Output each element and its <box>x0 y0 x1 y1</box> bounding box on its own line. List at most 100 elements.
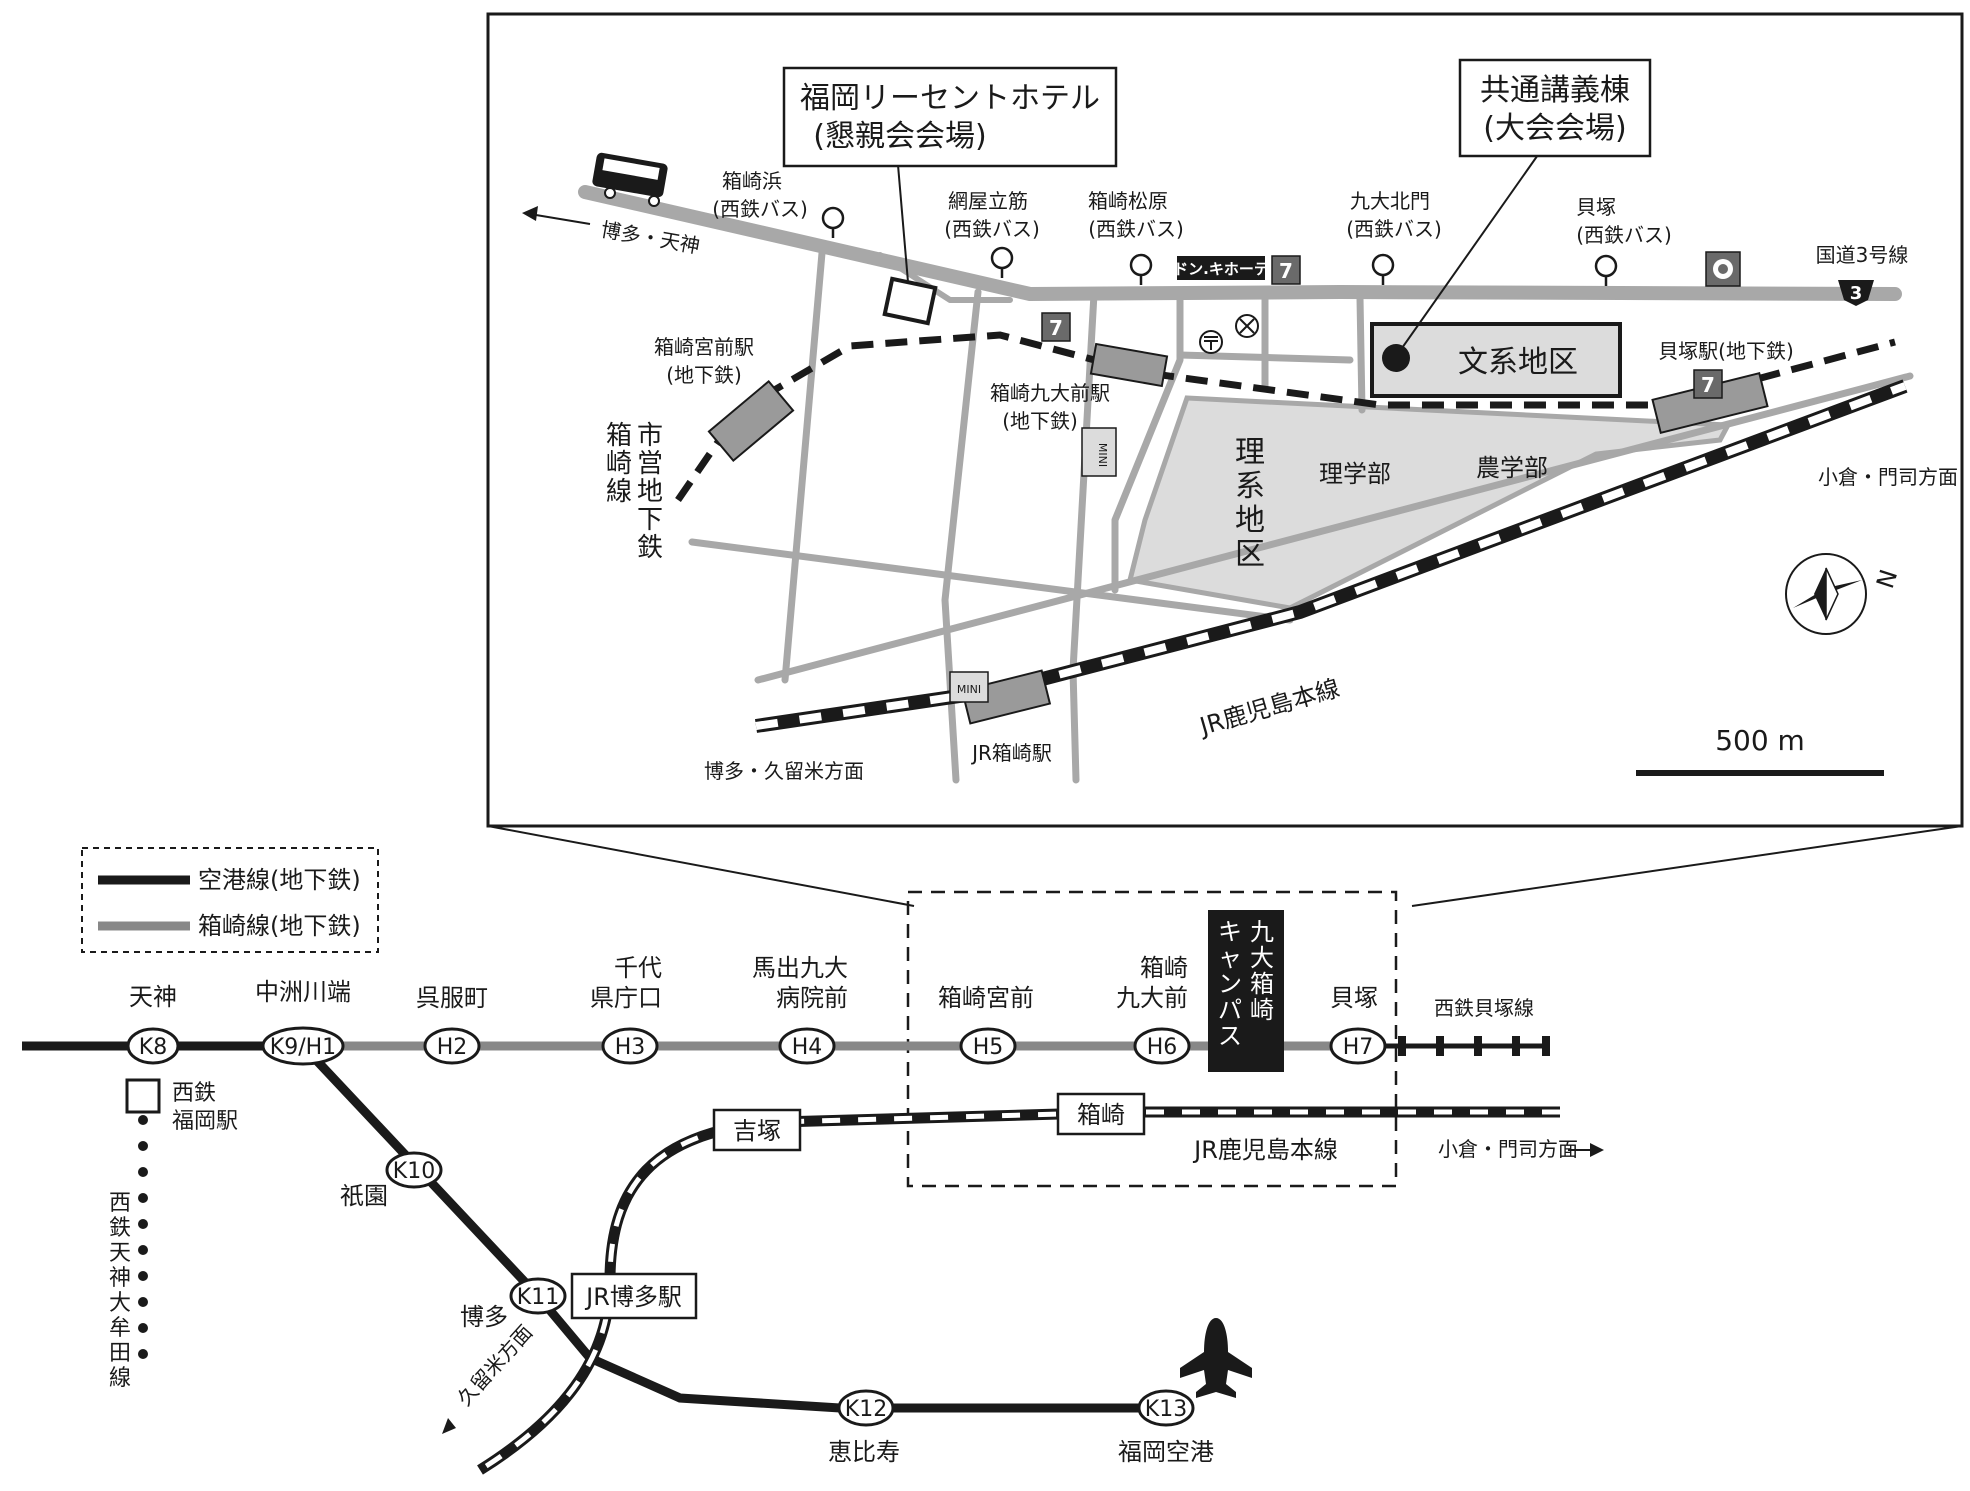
svg-text:西: 西 <box>109 1191 131 1216</box>
label-hakozakimiyamae-station: 箱崎宮前駅 (地下鉄) <box>654 335 754 387</box>
svg-text:崎: 崎 <box>1250 996 1274 1024</box>
jr-line-route-white <box>478 1109 1560 1473</box>
svg-text:貝塚: 貝塚 <box>1330 984 1378 1012</box>
don-quijote-icon: ドン.キホーテ <box>1173 256 1269 280</box>
convenience-store-icon: 7 <box>1693 369 1723 399</box>
label-to-hakata-kurume: 博多・久留米方面 <box>704 759 864 783</box>
route-3-shield-icon: 3 <box>1838 280 1874 306</box>
svg-text:中洲川端: 中洲川端 <box>255 978 351 1006</box>
svg-text:吉塚: 吉塚 <box>733 1117 781 1145</box>
convenience-store-icon: 7 <box>1041 312 1071 342</box>
svg-text:鉄: 鉄 <box>109 1216 131 1241</box>
station-node-h7: H7 貝塚 <box>1329 984 1387 1065</box>
svg-text:恵比寿: 恵比寿 <box>828 1438 900 1466</box>
subway-hakozaki-line <box>675 331 1896 502</box>
svg-text:牟: 牟 <box>109 1316 131 1341</box>
svg-text:ス: ス <box>1218 1022 1242 1050</box>
scale-bar: 500 m <box>1636 724 1884 776</box>
svg-text:田: 田 <box>109 1341 131 1366</box>
svg-text:H4: H4 <box>792 1035 823 1060</box>
svg-text:ャ: ャ <box>1218 944 1242 972</box>
callout-hotel: 福岡リーセントホテル (懇親会会場) <box>782 66 1118 283</box>
rikei-area-label: 理 系 地 区 <box>1235 435 1265 572</box>
hotel-marker <box>882 276 938 326</box>
svg-text:大: 大 <box>1250 944 1274 972</box>
svg-text:ドン.キホーテ: ドン.キホーテ <box>1173 260 1269 278</box>
bus-stop-icon <box>1129 253 1153 285</box>
legend-hakozaki-line: 箱崎線(地下鉄) <box>198 912 361 940</box>
svg-text:祇園: 祇園 <box>340 1182 388 1210</box>
svg-text:(西鉄バス): (西鉄バス) <box>944 217 1040 241</box>
svg-text:理: 理 <box>1235 435 1265 470</box>
label-kaizuka-station: 貝塚駅(地下鉄) <box>1658 339 1794 363</box>
station-node-h5: H5 箱崎宮前 <box>938 984 1034 1065</box>
svg-text:網屋立筋: 網屋立筋 <box>948 189 1028 213</box>
svg-text:小倉・門司方面: 小倉・門司方面 <box>1438 1137 1578 1161</box>
legend: 空港線(地下鉄) 箱崎線(地下鉄) <box>81 847 379 953</box>
bus-stop-kyudai-kitamon: 九大北門 (西鉄バス) <box>1346 189 1442 285</box>
national-route-3 <box>578 185 1902 301</box>
station-node-k13: K13 福岡空港 <box>1118 1389 1214 1466</box>
police-box-icon <box>1235 314 1259 338</box>
nishitetsu-kaizuka-ticks <box>1398 1036 1550 1056</box>
label-hakozakikyudaimae-station: 箱崎九大前駅 (地下鉄) <box>990 381 1110 433</box>
svg-text:地: 地 <box>1235 503 1265 538</box>
post-office-icon <box>1199 330 1223 354</box>
bunkei-area-shape <box>1370 322 1622 398</box>
svg-text:(西鉄バス): (西鉄バス) <box>712 197 808 221</box>
zoom-connector-left <box>487 825 915 907</box>
label-nishitetsu-fukuoka-2: 福岡駅 <box>172 1109 238 1134</box>
svg-text:K13: K13 <box>1145 1397 1187 1422</box>
legend-airport-line: 空港線(地下鉄) <box>198 866 361 894</box>
svg-text:箱崎宮前: 箱崎宮前 <box>938 984 1034 1012</box>
bus-stop-hakozakihama: 箱崎浜 (西鉄バス) <box>712 169 845 238</box>
station-node-k11: K11 博多 <box>460 1277 567 1331</box>
road-e <box>754 372 1914 684</box>
label-nishitetsu-fukuoka: 西鉄 <box>172 1081 216 1106</box>
svg-text:線: 線 <box>109 1366 131 1391</box>
airplane-icon <box>1180 1318 1252 1398</box>
svg-text:箱崎: 箱崎 <box>1077 1101 1125 1129</box>
svg-text:(地下鉄): (地下鉄) <box>666 363 742 387</box>
svg-text:天: 天 <box>109 1241 131 1266</box>
label-to-kokura-moji-inset: 小倉・門司方面 <box>1818 465 1958 489</box>
mini-store-icon: MINI <box>949 671 989 703</box>
bunkei-area-label: 文系地区 <box>1458 345 1578 380</box>
station-node-k8: K8 天神 <box>126 983 180 1065</box>
svg-text:箱崎: 箱崎 <box>1140 954 1188 982</box>
label-jr-line-route: JR鹿児島本線 <box>1192 1136 1338 1164</box>
route-map: 西鉄貝塚線 西鉄 福岡駅 西 鉄 天 神 大 牟 田 線 九 大 箱 崎 キ ャ… <box>22 910 1604 1475</box>
bus-stop-amiyatachi: 網屋立筋 (西鉄バス) <box>944 189 1040 278</box>
svg-text:九大前: 九大前 <box>1116 984 1188 1012</box>
svg-text:久留米方面: 久留米方面 <box>452 1320 537 1410</box>
svg-text:7: 7 <box>1279 259 1293 283</box>
national-route-label: 国道3号線 <box>1816 243 1909 267</box>
svg-text:H3: H3 <box>615 1035 646 1060</box>
station-jr-hakozaki-block <box>960 669 1052 725</box>
svg-text:鉄: 鉄 <box>637 533 663 563</box>
family-mart-icon <box>1705 251 1741 287</box>
road-d <box>688 538 1294 624</box>
station-node-h3: H3 千代 県庁口 <box>590 954 662 1065</box>
jr-station-hakata: JR博多駅 <box>570 1272 698 1320</box>
svg-text:箱: 箱 <box>606 421 632 451</box>
station-node-k9-h1: K9/H1 中洲川端 <box>255 978 351 1066</box>
svg-text:博多: 博多 <box>460 1303 508 1331</box>
label-to-kurume: 久留米方面 <box>442 1320 537 1434</box>
station-node-k12: K12 恵比寿 <box>828 1389 900 1466</box>
svg-text:馬出九大: 馬出九大 <box>752 954 848 982</box>
jr-kagoshima-line-inset-white <box>755 382 1907 730</box>
road-b <box>941 288 982 784</box>
bus-stop-icon <box>1371 253 1395 285</box>
svg-text:K11: K11 <box>517 1285 559 1310</box>
convenience-store-icon: 7 <box>1271 255 1301 285</box>
nishitetsu-fukuoka-station-icon <box>125 1078 161 1114</box>
road-a <box>781 249 826 684</box>
campus-label: 九 大 箱 崎 キ ャ ン パ ス <box>1208 910 1284 1072</box>
station-node-k10: K10 祇園 <box>340 1151 443 1210</box>
jr-station-yoshizuka: 吉塚 <box>712 1108 802 1152</box>
label-subway-hakozaki-vertical: 市 営 地 下 鉄 箱 崎 線 <box>606 421 663 563</box>
svg-text:箱崎松原: 箱崎松原 <box>1088 189 1168 213</box>
label-nishitetsu-kaizuka-line: 西鉄貝塚線 <box>1434 996 1534 1020</box>
